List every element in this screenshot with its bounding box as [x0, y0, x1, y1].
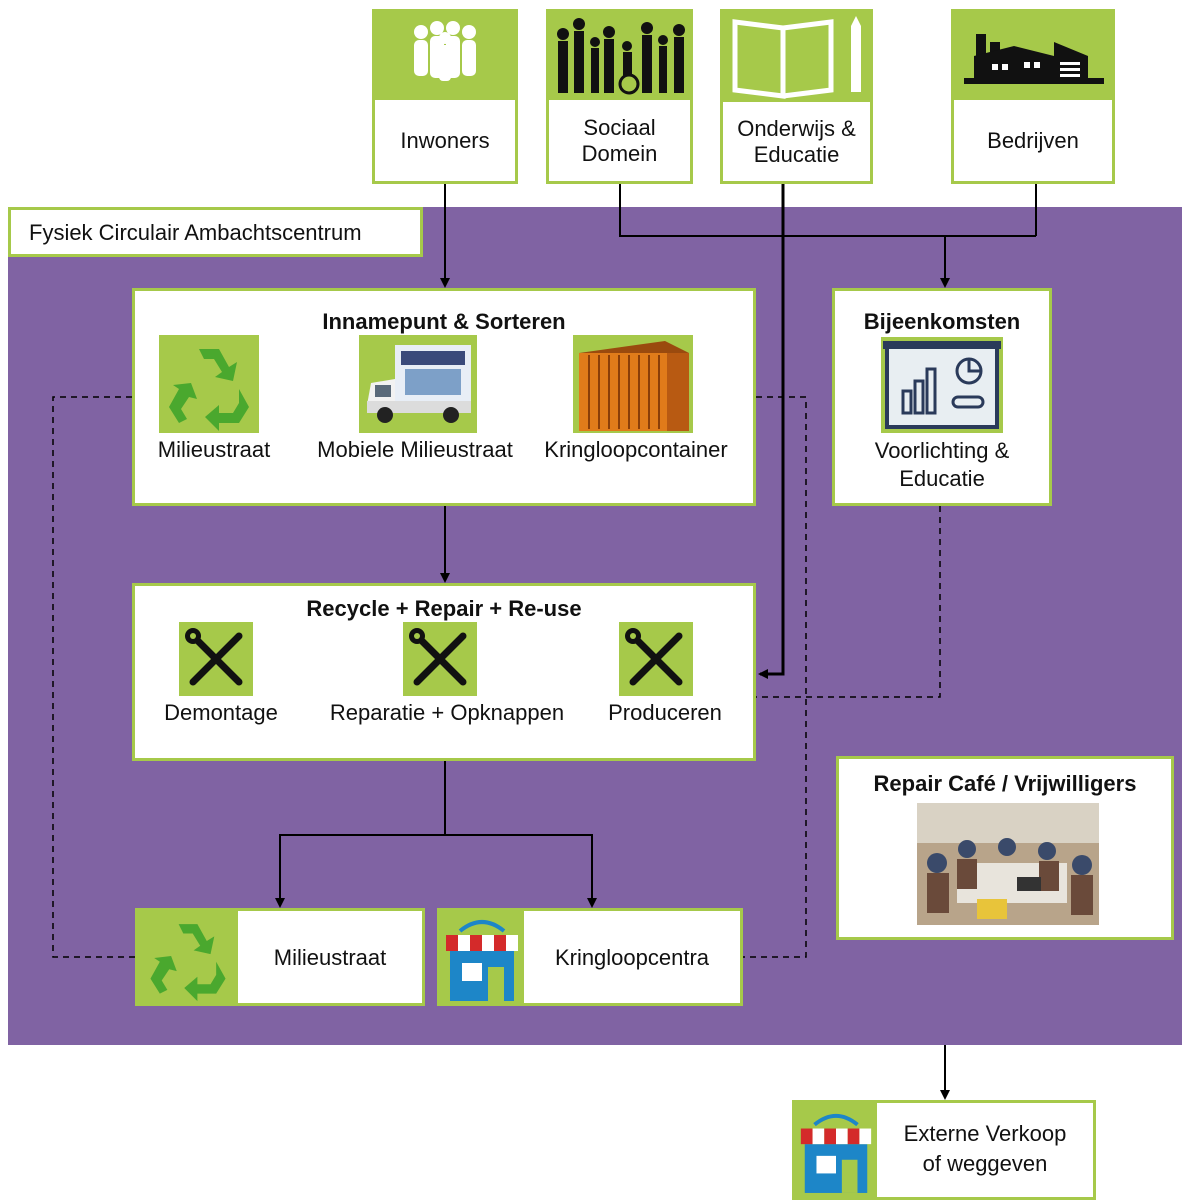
tools-icon: [179, 622, 253, 696]
meetings-box: Bijeenkomsten Voorlichting & Educatie: [832, 288, 1052, 506]
stakeholder-label: Sociaal Domein: [581, 114, 658, 166]
shop-icon: [440, 911, 524, 1003]
intake-title: Innamepunt & Sorteren: [322, 309, 566, 334]
stakeholder-onderwijs: Onderwijs & Educatie: [720, 9, 873, 184]
container-icon: [573, 335, 693, 433]
van-icon: [359, 335, 477, 433]
process-item-label: Demontage: [164, 700, 278, 725]
tools-icon: [403, 622, 477, 696]
meetings-title: Bijeenkomsten: [863, 309, 1021, 334]
presentation-chart-icon: [881, 337, 1003, 433]
external-label-line1: Externe Verkoop: [903, 1121, 1067, 1146]
centre-label-text: Fysiek Circulair Ambachtscentrum: [29, 220, 362, 245]
volunteers-photo: [917, 803, 1099, 925]
dashed-right: [743, 396, 807, 958]
stakeholder-label: Inwoners: [400, 127, 490, 153]
output-milieustraat: Milieustraat: [135, 908, 425, 1006]
centre-label: Fysiek Circulair Ambachtscentrum: [8, 207, 423, 257]
intake-item-label: Mobiele Milieustraat: [317, 437, 513, 462]
intake-item-label: Kringloopcontainer: [544, 437, 728, 462]
book-pencil-icon: [732, 16, 861, 99]
output-kringloopcentra: Kringloopcentra: [437, 908, 743, 1006]
dashed-left: [52, 396, 135, 958]
meetings-label: Voorlichting & Educatie: [874, 438, 1010, 491]
stakeholder-label: Onderwijs & Educatie: [737, 115, 856, 167]
process-item-label: Reparatie + Opknappen: [329, 700, 565, 725]
recycle-icon: [138, 911, 238, 1003]
process-title: Recycle + Repair + Re-use: [306, 596, 582, 621]
external-label-line2: of weggeven: [922, 1151, 1048, 1176]
repair-cafe-box: Repair Café / Vrijwilligers: [836, 756, 1174, 940]
process-box: Recycle + Repair + Re-use Demontage Repa…: [132, 583, 756, 761]
people-group-icon: [414, 21, 476, 81]
output-label: Milieustraat: [273, 945, 387, 970]
family-silhouettes-icon: [557, 18, 685, 95]
intake-item-label: Milieustraat: [157, 437, 271, 462]
line-process-split: [275, 761, 446, 908]
intake-box: Innamepunt & Sorteren Milieustraat Mobie…: [132, 288, 756, 506]
shop-icon: [795, 1103, 877, 1197]
output-label: Kringloopcentra: [554, 945, 710, 970]
dashed-meetings: [756, 506, 941, 698]
stakeholder-bedrijven: Bedrijven: [951, 9, 1115, 184]
process-item-label: Produceren: [608, 700, 722, 725]
recycle-icon: [159, 335, 259, 433]
repair-cafe-title: Repair Café / Vrijwilligers: [873, 771, 1137, 796]
stakeholder-label: Bedrijven: [987, 127, 1079, 153]
arrow-process-kringloop: [445, 834, 597, 908]
stakeholder-sociaal-domein: Sociaal Domein: [546, 9, 693, 184]
line-sociaal: [619, 184, 1036, 237]
stakeholder-inwoners: Inwoners: [372, 9, 518, 184]
factory-icon: [964, 34, 1104, 84]
tools-icon: [619, 622, 693, 696]
arrow-onderwijs-process: [758, 184, 785, 679]
